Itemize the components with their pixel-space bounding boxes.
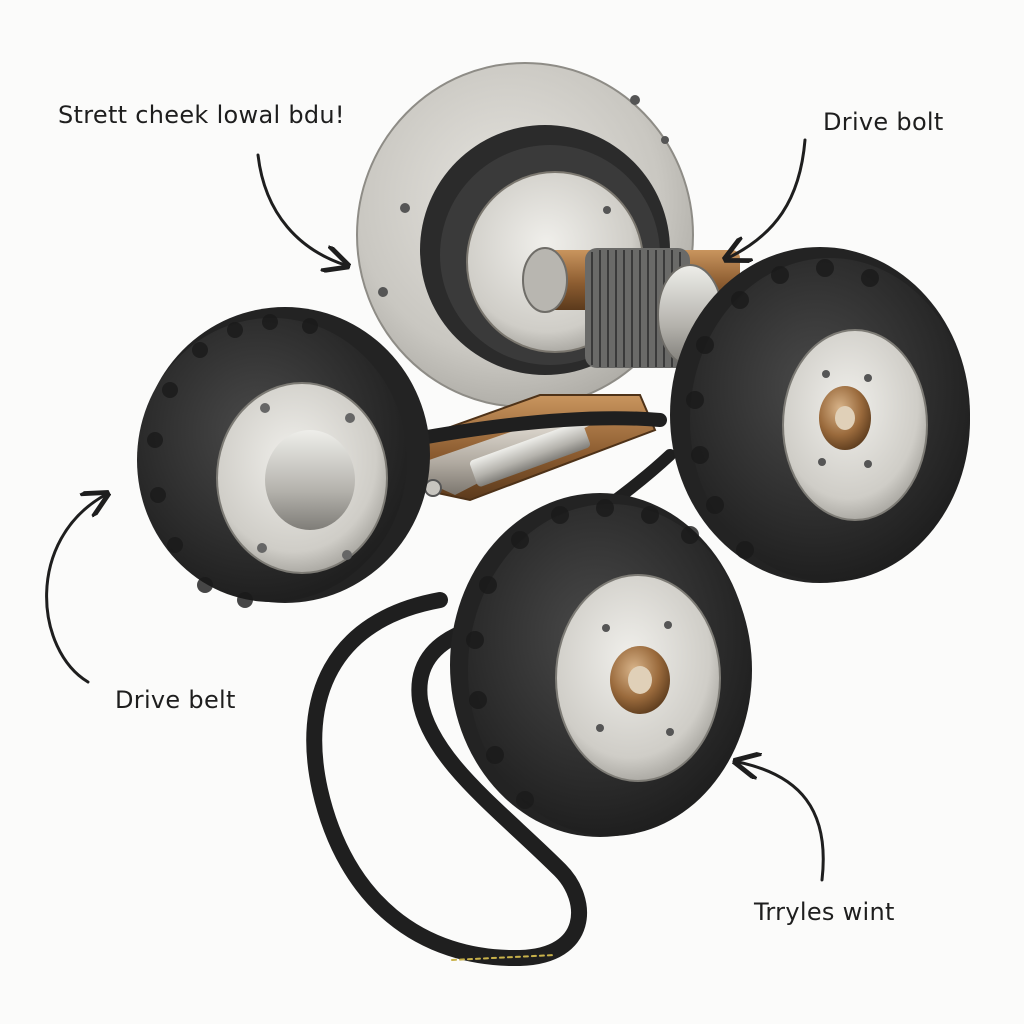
arrow-icon xyxy=(45,495,105,684)
label-top-left: Strett cheek lowal bdu! xyxy=(58,101,345,129)
arrow-icon xyxy=(256,153,345,265)
arrow-icon xyxy=(738,762,825,882)
label-top-right: Drive bolt xyxy=(823,108,944,136)
wheel-right xyxy=(670,247,970,583)
label-middle-left: Drive belt xyxy=(115,686,236,714)
wheel-left xyxy=(137,307,430,608)
wheel-front xyxy=(450,493,752,837)
arrow-icon xyxy=(728,138,807,258)
label-bottom-right: Trryles wint xyxy=(754,898,895,926)
